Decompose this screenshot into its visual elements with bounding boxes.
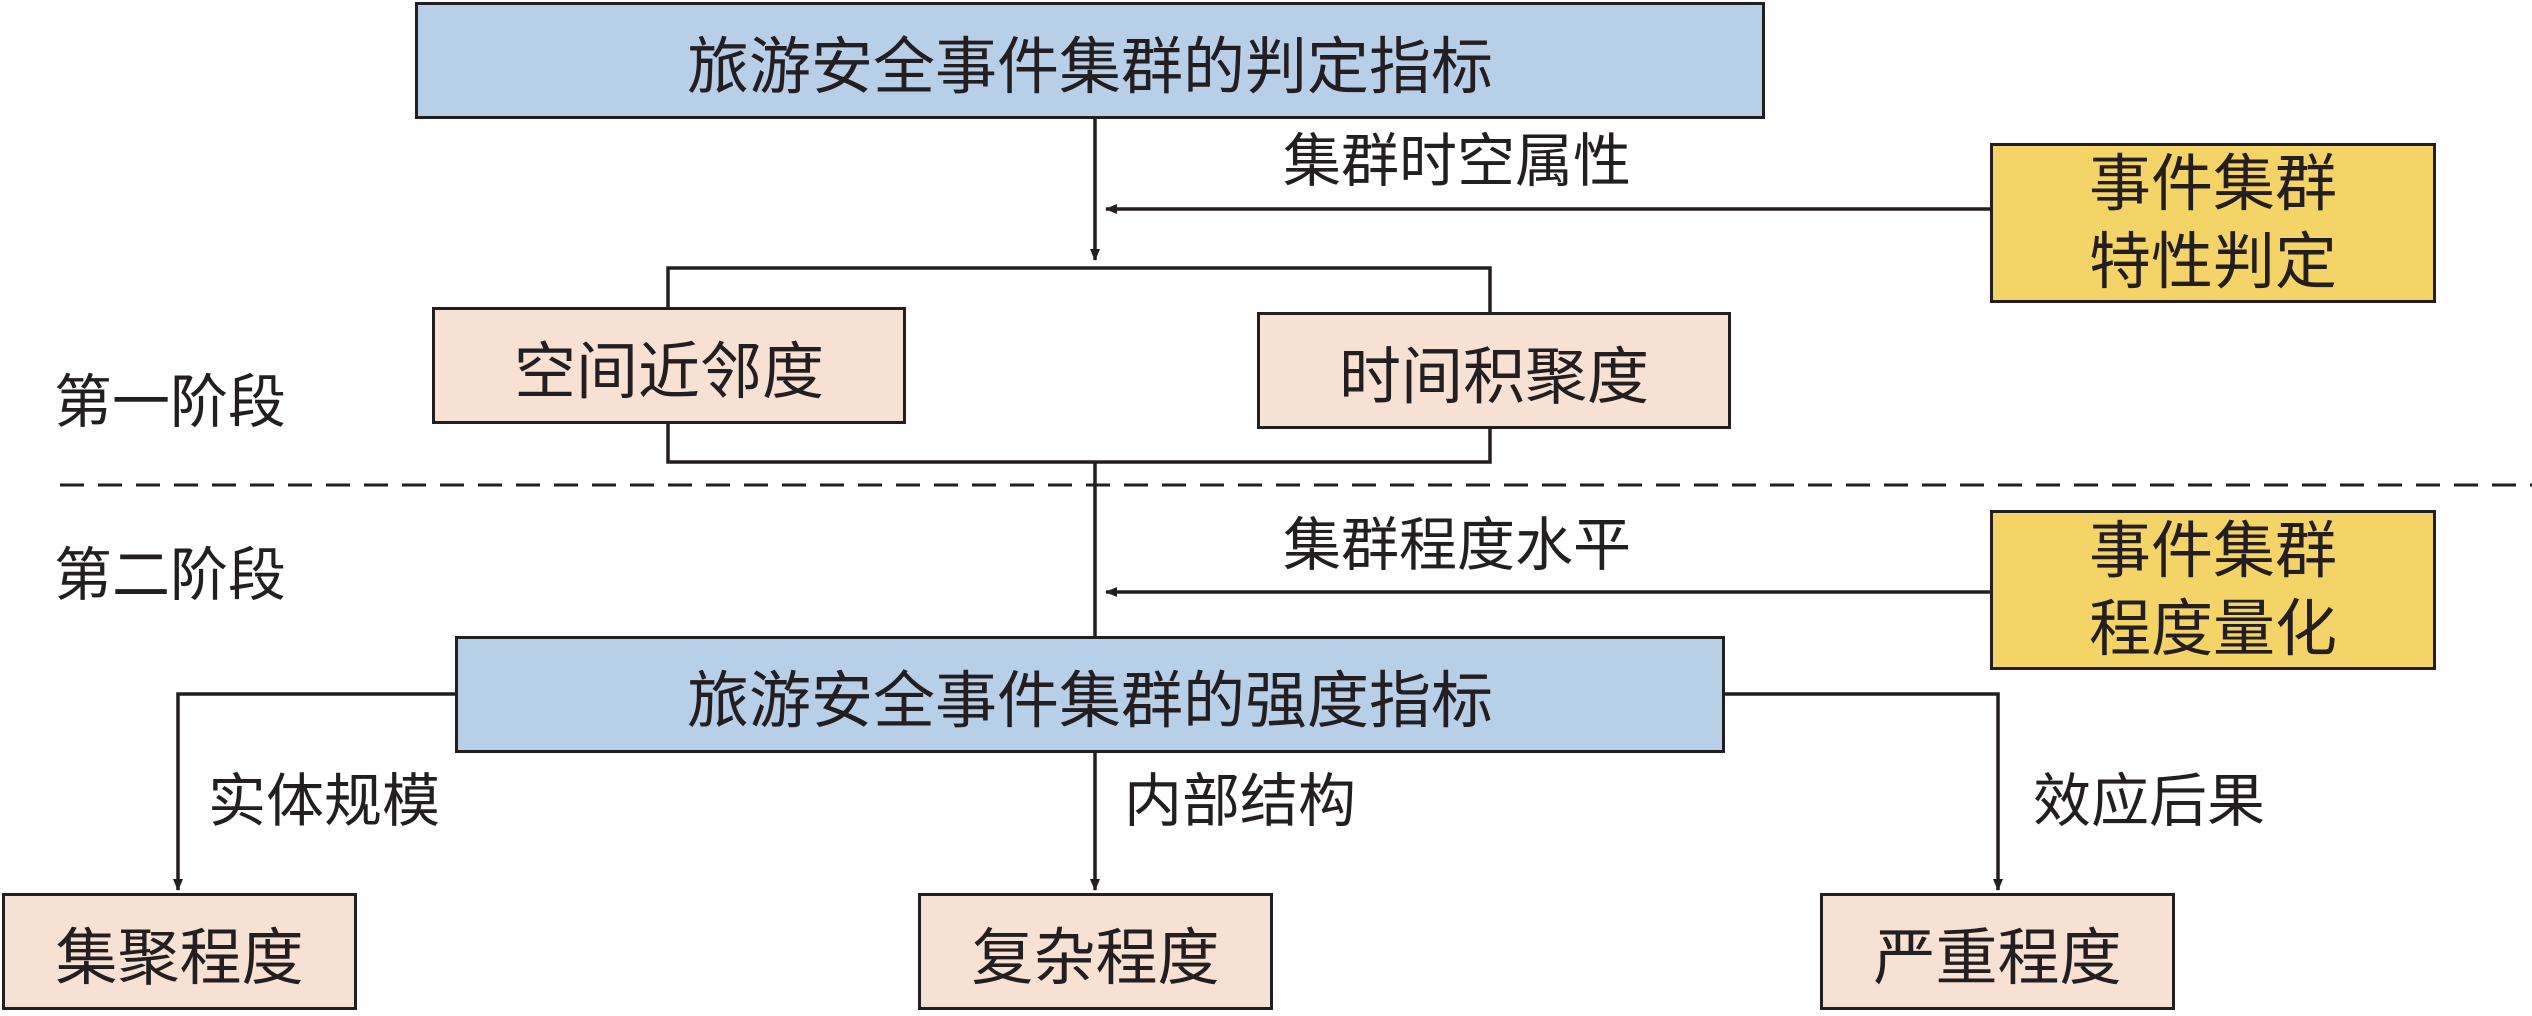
effect-consequence-label: 效应后果	[2033, 767, 2266, 835]
aggregation-degree-box: 集聚程度	[2, 893, 357, 1010]
stage-one-label: 第一阶段	[54, 368, 287, 436]
characteristic-note-line2: 特性判定	[2088, 225, 2337, 298]
upper-bracket	[666, 266, 1492, 318]
entity-scale-label: 实体规模	[208, 767, 441, 835]
entity-scale-arrow	[173, 692, 455, 891]
level-label: 集群程度水平	[1283, 511, 1632, 579]
spatial-proximity-box: 空间近邻度	[432, 307, 906, 424]
internal-structure-label: 内部结构	[1124, 767, 1357, 835]
severity-degree-box: 严重程度	[1820, 893, 2175, 1010]
spatiotemporal-label: 集群时空属性	[1283, 127, 1632, 195]
degree-note-line2: 程度量化	[2088, 592, 2337, 665]
judgment-indicator-box: 旅游安全事件集群的判定指标	[415, 2, 1765, 119]
characteristic-note-box: 事件集群 特性判定	[1990, 143, 2436, 303]
lower-bracket	[666, 420, 1492, 464]
characteristic-note-line1: 事件集群	[2088, 147, 2337, 220]
degree-note-box: 事件集群 程度量化	[1990, 510, 2436, 670]
temporal-accumulation-box: 时间积聚度	[1257, 312, 1731, 429]
complexity-degree-box: 复杂程度	[918, 893, 1273, 1010]
degree-note-line1: 事件集群	[2088, 514, 2337, 587]
effect-consequence-arrow	[1725, 692, 2003, 891]
stage-two-label: 第二阶段	[54, 541, 287, 609]
intensity-indicator-box: 旅游安全事件集群的强度指标	[455, 636, 1725, 753]
